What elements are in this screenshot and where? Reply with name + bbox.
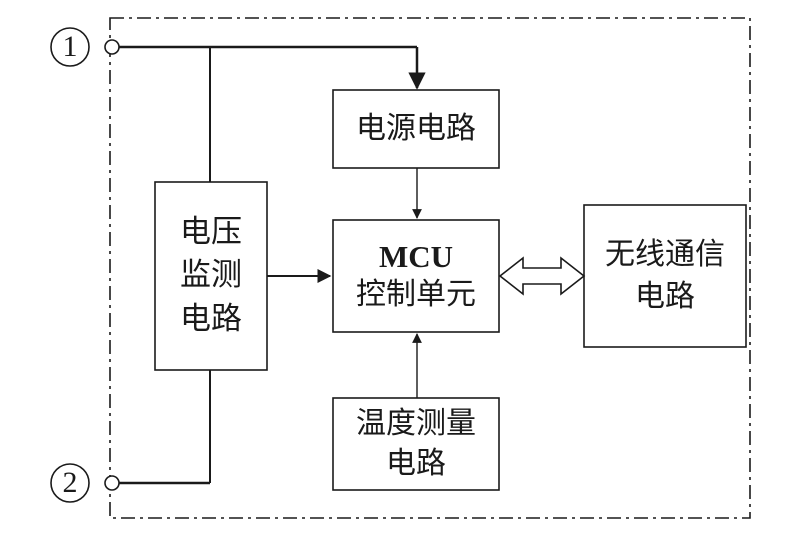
mcu-wireless-bidirectional-arrow	[498, 256, 586, 296]
terminal-2-circle	[50, 463, 90, 503]
mcu-title: MCU	[378, 238, 454, 274]
terminal-2-node	[104, 475, 120, 491]
terminal-2-label: 2	[62, 466, 78, 499]
terminal-1-label: 1	[62, 30, 78, 63]
temperature-circuit-label: 温度测量 电路	[356, 405, 476, 482]
power-circuit-box	[332, 89, 500, 169]
device-enclosure-boundary	[109, 17, 751, 519]
voltage-monitor-box	[154, 181, 268, 371]
terminal-1-circle	[50, 27, 90, 67]
mcu-label: MCU 控制单元	[333, 220, 499, 332]
wireless-circuit-box	[583, 204, 747, 348]
temperature-circuit-box	[332, 397, 500, 491]
mcu-box	[332, 219, 500, 333]
power-circuit-label: 电源电路	[356, 111, 476, 147]
wireless-circuit-label: 无线通信 电路	[605, 237, 725, 314]
mcu-subtitle: 控制单元	[356, 277, 476, 313]
voltage-monitor-label: 电压 监测 电路	[180, 213, 242, 337]
terminal-1-node	[104, 39, 120, 55]
